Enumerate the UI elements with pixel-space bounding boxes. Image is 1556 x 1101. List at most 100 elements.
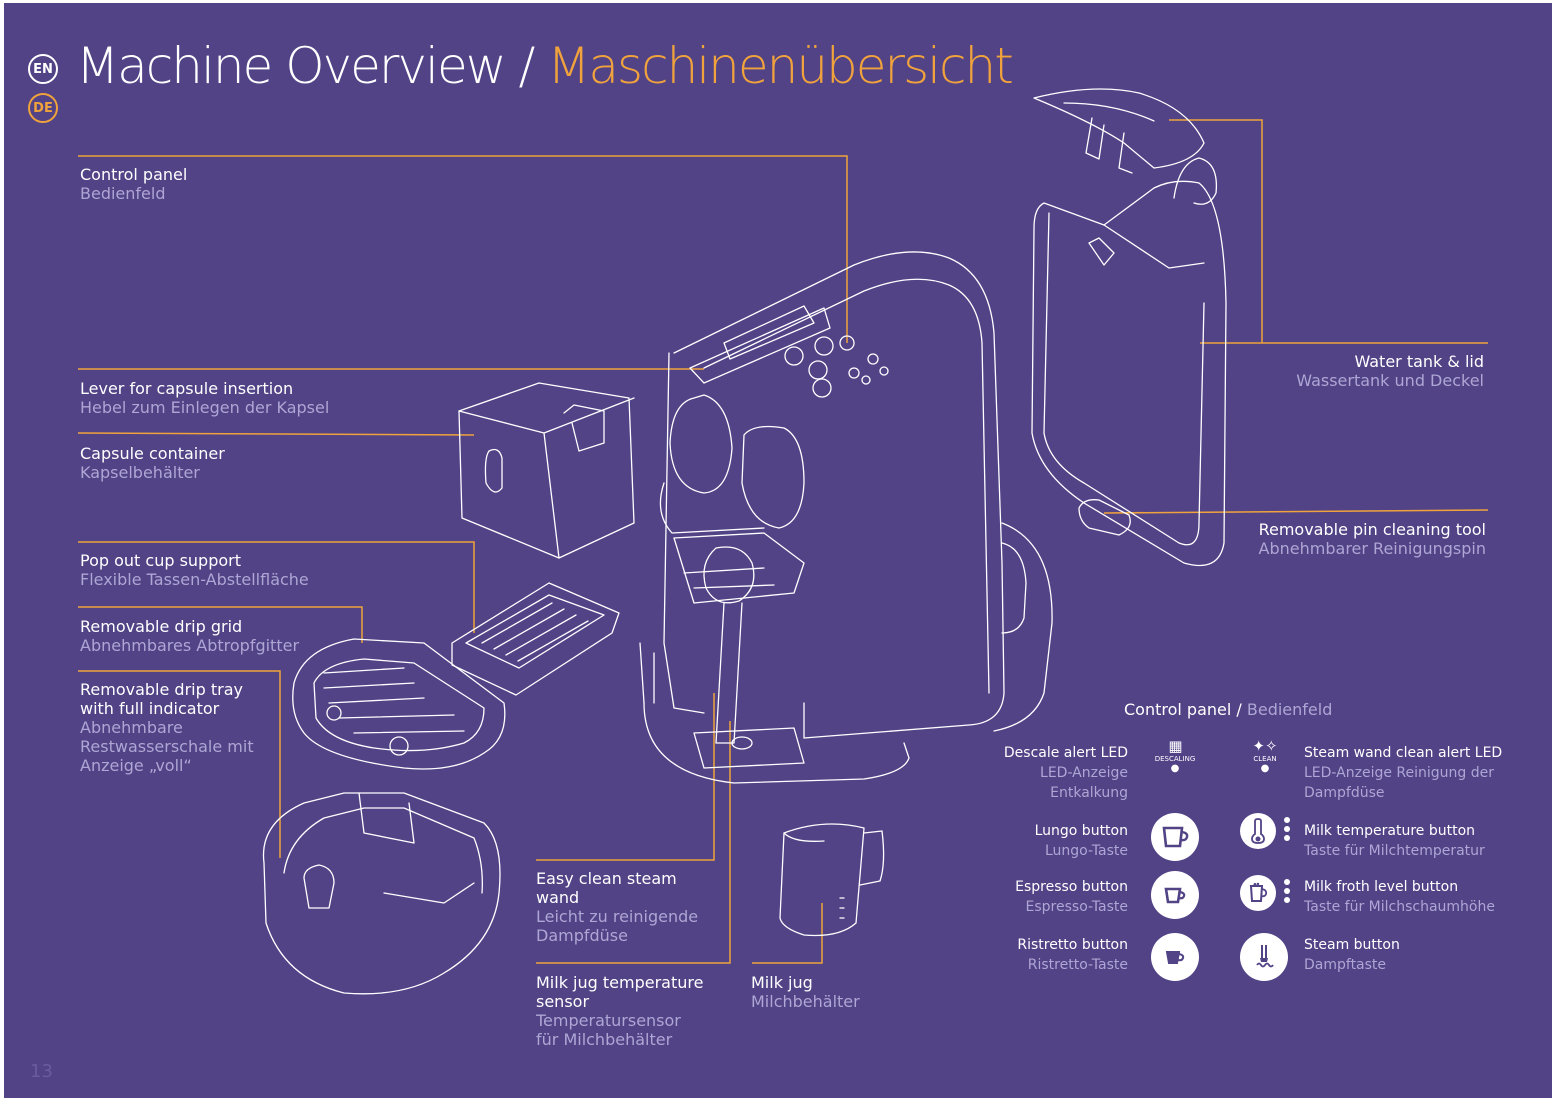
label-milk-jug: Milk jug Milchbehälter	[751, 973, 860, 1011]
page-number: 13	[30, 1061, 53, 1082]
label-drip-grid-en: Removable drip grid	[80, 617, 243, 636]
legend-descale: Descale alert LED LED-Anzeige Entkalkung	[928, 743, 1128, 803]
callout-control-panel	[78, 155, 848, 343]
legend-descale-de: LED-Anzeige	[1040, 765, 1128, 781]
machine-illustration	[77, 88, 1489, 995]
drip-tray-drawing	[292, 638, 506, 770]
descaling-led-text: DESCALING	[1154, 755, 1196, 763]
legend-milk-froth: Milk froth level button Taste für Milchs…	[1304, 877, 1495, 917]
label-lever-en: Lever for capsule insertion	[80, 379, 294, 398]
callout-drip-grid	[78, 606, 363, 643]
label-drip-tray-de: Abnehmbare	[80, 718, 183, 737]
label-drip-tray-de-3: Anzeige „voll“	[80, 756, 192, 775]
legend-milk-temp-en: Milk temperature button	[1304, 823, 1476, 839]
legend-descale-en: Descale alert LED	[1003, 745, 1128, 761]
label-steam-wand-en-2: wand	[536, 888, 580, 907]
page-title: Machine Overview / Maschinenübersicht	[76, 37, 1014, 95]
milk-temperature-button[interactable]	[1240, 813, 1276, 849]
language-badge-en[interactable]: EN	[28, 54, 58, 84]
legend-espresso-de: Espresso-Taste	[1025, 899, 1128, 915]
legend-milk-temperature: Milk temperature button Taste für Milcht…	[1304, 821, 1485, 861]
label-cup-support-de: Flexible Tassen-Abstellfläche	[80, 570, 309, 589]
callout-cup-support	[78, 541, 475, 633]
label-steam-wand-de: Leicht zu reinigende	[536, 907, 699, 926]
lungo-button[interactable]	[1151, 813, 1199, 861]
legend-steam-clean-de: LED-Anzeige Reinigung der	[1304, 765, 1495, 781]
clean-led-text: CLEAN	[1253, 755, 1277, 763]
legend-steam-clean: Steam wand clean alert LED LED-Anzeige R…	[1304, 743, 1502, 803]
label-drip-tray-de-2: Restwasserschale mit	[80, 737, 254, 756]
label-pin-tool: Removable pin cleaning tool Abnehmbarer …	[1204, 520, 1486, 558]
title-en: Machine Overview	[76, 37, 507, 95]
steam-wand-icon	[1256, 945, 1274, 968]
label-drip-tray: Removable drip tray with full indicator …	[80, 680, 254, 775]
label-drip-tray-en: Removable drip tray	[80, 680, 243, 699]
label-water-tank: Water tank & lid Wassertank und Deckel	[1244, 352, 1484, 390]
label-temp-sensor-en-2: sensor	[536, 992, 590, 1011]
label-control-panel: Control panel Bedienfeld	[80, 165, 187, 203]
legend-espresso-en: Espresso button	[1015, 879, 1128, 895]
label-drip-grid-de: Abnehmbares Abtropfgitter	[80, 636, 300, 655]
water-tank	[1031, 157, 1227, 567]
ristretto-button[interactable]	[1151, 933, 1199, 981]
label-steam-wand: Easy clean steam wand Leicht zu reinigen…	[536, 869, 698, 945]
milk-froth-button[interactable]	[1240, 875, 1276, 911]
label-lever: Lever for capsule insertion Hebel zum Ei…	[80, 379, 329, 417]
legend-steam-en: Steam button	[1304, 937, 1400, 953]
milk-froth-level-dots	[1284, 879, 1290, 906]
label-temp-sensor-en: Milk jug temperature	[536, 973, 704, 992]
label-milk-jug-de: Milchbehälter	[751, 992, 860, 1011]
legend-steam-de: Dampftaste	[1304, 957, 1387, 973]
milk-temperature-level-dots	[1284, 817, 1290, 844]
label-milk-jug-en: Milk jug	[751, 973, 813, 992]
legend-milk-temp-de: Taste für Milchtemperatur	[1304, 843, 1485, 859]
legend-ristretto-en: Ristretto button	[1017, 937, 1128, 953]
legend-lungo-en: Lungo button	[1034, 823, 1128, 839]
machine-body	[639, 251, 1053, 784]
espresso-button[interactable]	[1151, 871, 1199, 919]
legend-milk-froth-de: Taste für Milchschaumhöhe	[1304, 899, 1495, 915]
title-de: Maschinenübersicht	[547, 37, 1014, 95]
legend-lungo: Lungo button Lungo-Taste	[928, 821, 1128, 861]
label-capsule-container: Capsule container Kapselbehälter	[80, 444, 225, 482]
label-water-tank-de: Wassertank und Deckel	[1296, 371, 1484, 390]
steam-button[interactable]	[1240, 933, 1288, 981]
lungo-cup-icon	[1162, 826, 1189, 848]
label-capsule-container-de: Kapselbehälter	[80, 463, 200, 482]
legend-espresso: Espresso button Espresso-Taste	[928, 877, 1128, 917]
cp-title-separator: /	[1231, 700, 1247, 719]
callout-capsule-container	[77, 432, 475, 436]
label-water-tank-en: Water tank & lid	[1354, 352, 1484, 371]
cp-title-en: Control panel	[1124, 700, 1232, 719]
label-temp-sensor-de: Temperatursensor	[536, 1011, 681, 1030]
control-panel-legend-title: Control panel / Bedienfeld	[1124, 700, 1332, 719]
language-badge-de[interactable]: DE	[28, 93, 58, 123]
callout-pin-tool	[1103, 509, 1489, 514]
clean-led-icon: ✦✧ CLEAN ●	[1245, 737, 1285, 774]
thermometer-icon	[1251, 818, 1265, 844]
label-capsule-container-en: Capsule container	[80, 444, 225, 463]
label-steam-wand-de-2: Dampfdüse	[536, 926, 628, 945]
label-steam-wand-en: Easy clean steam	[536, 869, 677, 888]
label-drip-tray-en-2: with full indicator	[80, 699, 220, 718]
callout-lid	[1169, 119, 1263, 343]
legend-ristretto-de: Ristretto-Taste	[1027, 957, 1128, 973]
label-drip-grid: Removable drip grid Abnehmbares Abtropfg…	[80, 617, 299, 655]
label-temp-sensor-de-2: für Milchbehälter	[536, 1030, 673, 1049]
legend-milk-froth-en: Milk froth level button	[1304, 879, 1459, 895]
legend-lungo-de: Lungo-Taste	[1045, 843, 1128, 859]
label-cup-support: Pop out cup support Flexible Tassen-Abst…	[80, 551, 309, 589]
legend-steam-clean-de-2: Dampfdüse	[1304, 785, 1385, 801]
milk-jug-drawing	[779, 823, 885, 937]
label-control-panel-de: Bedienfeld	[80, 184, 166, 203]
espresso-cup-icon	[1164, 887, 1186, 904]
legend-steam-clean-en: Steam wand clean alert LED	[1304, 745, 1503, 761]
milk-jug-froth-icon	[1249, 882, 1268, 902]
manual-page: EN DE Machine Overview / Maschinenübersi…	[4, 3, 1552, 1098]
callout-steam-wand	[536, 693, 715, 861]
label-control-panel-en: Control panel	[80, 165, 188, 184]
callout-temp-sensor	[536, 721, 731, 964]
drip-tray-base-drawing	[262, 792, 501, 995]
drip-grid-drawing	[451, 582, 620, 696]
descaling-led-icon: ▦ DESCALING ●	[1150, 737, 1200, 774]
